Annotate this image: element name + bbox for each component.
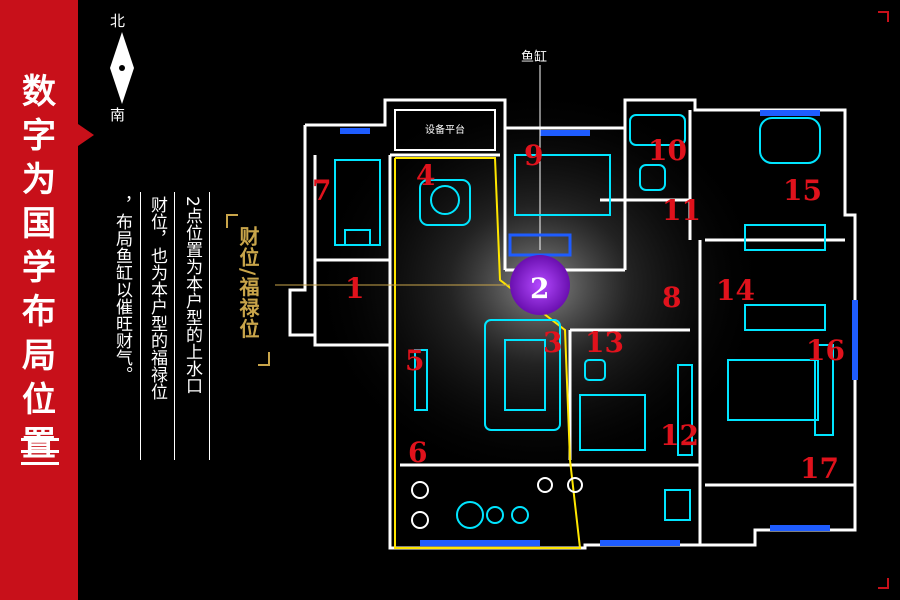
desc-divider bbox=[174, 192, 175, 460]
title-char: 局 bbox=[22, 336, 56, 376]
title-char: 为 bbox=[22, 160, 56, 200]
roman-numeral-three bbox=[21, 438, 59, 474]
room-number: 1 bbox=[345, 272, 364, 305]
room-number: 7 bbox=[312, 174, 331, 207]
title-char: 位 bbox=[22, 380, 56, 420]
gold-bracket-close bbox=[258, 352, 270, 366]
frame-corner-decoration bbox=[878, 11, 889, 22]
room-number: 15 bbox=[783, 174, 822, 207]
room-number: 12 bbox=[660, 419, 699, 452]
title-char: 置 bbox=[22, 424, 56, 464]
room-number: 9 bbox=[524, 139, 543, 172]
room-number: 14 bbox=[716, 274, 755, 307]
room-number: 10 bbox=[648, 134, 687, 167]
room-number: 5 bbox=[405, 344, 424, 377]
left-title-band bbox=[0, 0, 78, 600]
room-number-highlight: 2 bbox=[530, 272, 549, 305]
title-char: 字 bbox=[22, 116, 56, 156]
compass-needle-icon bbox=[110, 32, 134, 104]
desc-divider bbox=[140, 192, 141, 460]
room-number: 11 bbox=[662, 194, 701, 227]
room-number: 8 bbox=[662, 281, 681, 314]
gold-bracket-open bbox=[226, 214, 238, 228]
vertical-title: 数 字 为 国 学 布 局 位 置 bbox=[0, 70, 78, 466]
room-number: 13 bbox=[585, 326, 624, 359]
description-column-3: ，布局鱼缸以催旺财气。 bbox=[112, 196, 132, 383]
windows bbox=[340, 110, 858, 546]
title-char: 数 bbox=[22, 72, 56, 112]
room-number: 3 bbox=[543, 326, 562, 359]
room-number: 17 bbox=[800, 452, 839, 485]
desc-divider bbox=[209, 192, 210, 460]
walls bbox=[288, 98, 857, 550]
description-column-2: 财位，也为本户型的福禄位 bbox=[147, 196, 167, 400]
band-arrow-decoration bbox=[78, 124, 94, 146]
description-column-1: 2点位置为本户型的上水口 bbox=[182, 196, 202, 394]
frame-corner-decoration bbox=[878, 578, 889, 589]
room-number: 6 bbox=[408, 436, 427, 469]
equipment-platform bbox=[394, 109, 496, 151]
room-number: 16 bbox=[806, 334, 845, 367]
compass-north-label: 北 bbox=[110, 12, 126, 30]
fish-tank-label: 鱼缸 bbox=[521, 50, 548, 65]
room-number: 4 bbox=[416, 159, 435, 192]
title-char: 国 bbox=[22, 204, 56, 244]
wealth-zone-outline bbox=[394, 157, 582, 549]
wealth-position-marker bbox=[510, 255, 570, 315]
title-char: 学 bbox=[22, 248, 56, 288]
title-char: 布 bbox=[22, 292, 56, 332]
equipment-platform-label: 设备平台 bbox=[425, 123, 465, 136]
wealth-position-label: 财位/福禄位 bbox=[236, 226, 260, 340]
compass-south-label: 南 bbox=[110, 106, 126, 124]
